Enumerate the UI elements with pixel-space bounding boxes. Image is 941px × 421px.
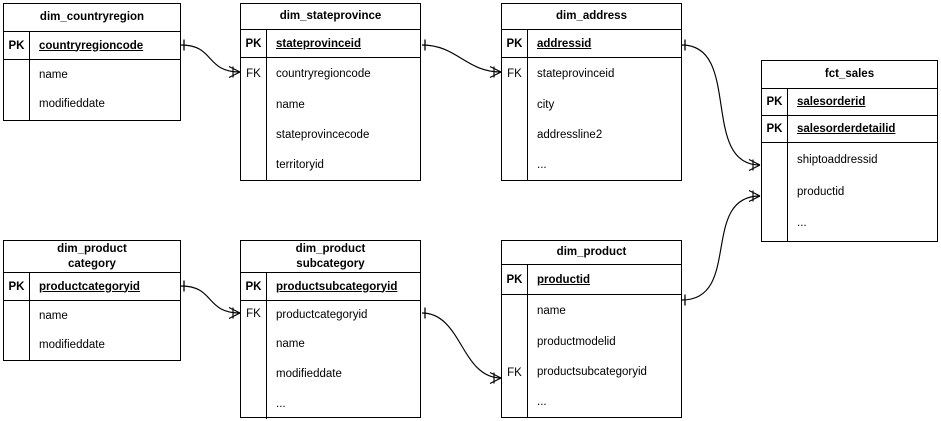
attribute-ellipsis: ...: [537, 159, 547, 171]
entity-title: dim_countryregion: [4, 4, 180, 32]
edge-product-sales: [681, 189, 761, 306]
attribute-list: countryregioncode name stateprovincecode…: [267, 58, 420, 180]
attribute-list: name productmodelid productsubcategoryid…: [528, 295, 681, 417]
entity-rows: PK countryregioncode name modifieddate: [4, 32, 180, 120]
entity-title: dim_product: [502, 241, 681, 265]
key-badge-pk: PK: [502, 30, 528, 57]
key-badge-pk: PK: [241, 30, 267, 57]
key-badge-fk: FK: [246, 68, 261, 80]
entity-dim-address[interactable]: dim_address PK addressid FK stateprovinc…: [501, 3, 682, 181]
key-gutter: FK: [502, 295, 528, 417]
key-gutter: FK: [241, 58, 267, 180]
field-productsubcategoryid: productsubcategoryid: [276, 280, 398, 293]
attribute-block: name modifieddate: [4, 301, 180, 360]
attribute-block: FK name productmodelid productsubcategor…: [502, 295, 681, 417]
key-gutter: FK: [502, 58, 528, 180]
entity-dim-stateprovince[interactable]: dim_stateprovince PK stateprovinceid FK …: [240, 3, 421, 181]
attribute-ellipsis: ...: [537, 396, 547, 408]
attribute-modifieddate: modifieddate: [39, 338, 105, 351]
key-badge-fk: FK: [507, 68, 522, 80]
entity-rows: PK stateprovinceid FK countryregioncode …: [241, 30, 420, 180]
entity-rows: PK addressid FK stateprovinceid city add…: [502, 30, 681, 180]
attribute-ellipsis: ...: [276, 398, 286, 410]
table-row[interactable]: PK countryregioncode: [4, 32, 180, 60]
attribute-productmodelid: productmodelid: [537, 335, 616, 348]
table-row[interactable]: PK addressid: [502, 30, 681, 58]
entity-dim-productsubcategory[interactable]: dim_product subcategory PK productsubcat…: [240, 240, 421, 419]
attribute-name: name: [39, 309, 68, 322]
attribute-addressline2: addressline2: [537, 129, 603, 141]
field-countryregioncode: countryregioncode: [39, 39, 144, 52]
edge-stateprovince-address: [421, 39, 502, 79]
attribute-list: name modifieddate: [30, 60, 180, 120]
attribute-list: shiptoaddressid productid ...: [788, 143, 937, 241]
entity-fct-sales[interactable]: fct_sales PK salesorderid PK salesorderd…: [761, 60, 938, 242]
field-addressid: addressid: [537, 37, 592, 50]
attribute-stateprovinceid: stateprovinceid: [537, 68, 615, 80]
key-gutter: FK: [241, 301, 267, 419]
attribute-modifieddate: modifieddate: [276, 368, 342, 380]
attribute-productsubcategoryid: productsubcategoryid: [537, 366, 647, 378]
entity-dim-countryregion[interactable]: dim_countryregion PK countryregioncode n…: [3, 3, 181, 121]
attribute-name: name: [276, 99, 305, 111]
key-gutter: [4, 60, 30, 120]
edge-productcategory-productsubcategory: [180, 280, 241, 320]
attribute-territoryid: territoryid: [276, 159, 324, 171]
key-badge-pk: PK: [502, 265, 528, 294]
field-productid: productid: [537, 273, 591, 286]
attribute-list: productcategoryid name modifieddate ...: [267, 301, 420, 419]
entity-dim-productcategory[interactable]: dim_product category PK productcategoryi…: [3, 240, 181, 361]
entity-title: dim_product subcategory: [241, 241, 420, 273]
entity-dim-product[interactable]: dim_product PK productid FK name product…: [501, 240, 682, 418]
key-gutter: [762, 143, 788, 241]
table-row[interactable]: PK stateprovinceid: [241, 30, 420, 58]
attribute-name: name: [39, 68, 68, 81]
entity-title: dim_stateprovince: [241, 4, 420, 30]
key-badge-pk: PK: [241, 273, 267, 300]
attribute-productid: productid: [797, 185, 845, 198]
key-badge-fk: FK: [246, 308, 261, 320]
attribute-countryregioncode: countryregioncode: [276, 68, 371, 80]
entity-title: fct_sales: [762, 61, 937, 89]
entity-title: dim_address: [502, 4, 681, 30]
field-stateprovinceid: stateprovinceid: [276, 37, 361, 50]
key-badge-pk: PK: [4, 273, 30, 300]
attribute-stateprovincecode: stateprovincecode: [276, 129, 370, 141]
entity-rows: PK productid FK name productmodelid prod…: [502, 265, 681, 417]
table-row[interactable]: PK productcategoryid: [4, 273, 180, 301]
key-badge-pk: PK: [762, 116, 788, 142]
field-salesorderdetailid: salesorderdetailid: [797, 123, 896, 135]
edge-productsubcategory-product: [421, 307, 502, 385]
key-badge-pk: PK: [4, 32, 30, 59]
key-gutter: [4, 301, 30, 360]
edge-address-sales: [681, 39, 761, 172]
attribute-ellipsis: ...: [797, 216, 807, 229]
attribute-shiptoaddressid: shiptoaddressid: [797, 153, 878, 166]
table-row[interactable]: PK salesorderdetailid: [762, 116, 937, 143]
attribute-block: FK productcategoryid name modifieddate .…: [241, 301, 420, 419]
attribute-productcategoryid: productcategoryid: [276, 309, 368, 321]
table-row[interactable]: PK salesorderid: [762, 89, 937, 116]
entity-rows: PK productcategoryid name modifieddate: [4, 273, 180, 360]
table-row[interactable]: PK productsubcategoryid: [241, 273, 420, 301]
attribute-list: stateprovinceid city addressline2 ...: [528, 58, 681, 180]
attribute-block: shiptoaddressid productid ...: [762, 143, 937, 241]
attribute-city: city: [537, 99, 555, 111]
table-row[interactable]: PK productid: [502, 265, 681, 295]
attribute-name: name: [537, 304, 566, 317]
attribute-name: name: [276, 338, 305, 350]
entity-rows: PK productsubcategoryid FK productcatego…: [241, 273, 420, 419]
attribute-block: FK countryregioncode name stateprovincec…: [241, 58, 420, 180]
attribute-list: name modifieddate: [30, 301, 180, 360]
attribute-block: name modifieddate: [4, 60, 180, 120]
edge-countryregion-stateprovince: [180, 39, 241, 79]
attribute-block: FK stateprovinceid city addressline2 ...: [502, 58, 681, 180]
field-productcategoryid: productcategoryid: [39, 280, 140, 293]
key-badge-pk: PK: [762, 89, 788, 115]
entity-rows: PK salesorderid PK salesorderdetailid sh…: [762, 89, 937, 241]
attribute-modifieddate: modifieddate: [39, 97, 105, 110]
key-badge-fk: FK: [507, 367, 522, 379]
entity-title: dim_product category: [4, 241, 180, 273]
field-salesorderid: salesorderid: [797, 96, 866, 108]
